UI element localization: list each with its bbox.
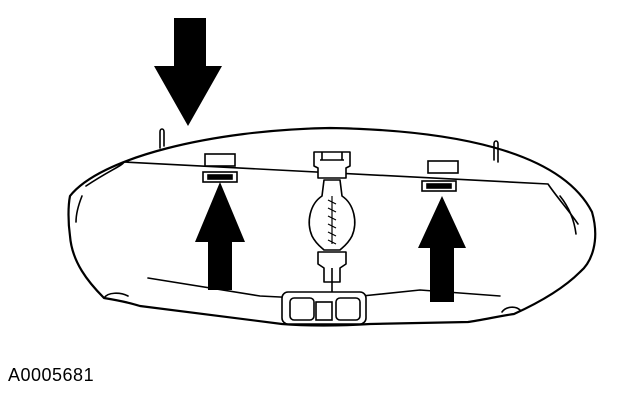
clip-slot-left-inner xyxy=(207,174,233,180)
clip-top-left xyxy=(204,153,236,167)
up-arrow-icon xyxy=(195,182,245,290)
dome-lamp-removal-diagram xyxy=(67,18,597,327)
bulb-assembly xyxy=(308,151,356,292)
switch-center-key xyxy=(315,301,333,321)
down-arrow-icon xyxy=(154,18,222,126)
housing-right-notch xyxy=(501,306,521,313)
up-arrow-icon xyxy=(418,196,466,302)
switch-right-pad xyxy=(335,297,361,321)
bulb-base xyxy=(317,251,347,283)
switch-housing xyxy=(281,291,367,325)
mounting-pin-right xyxy=(493,140,499,163)
housing-left-rib xyxy=(75,195,83,223)
housing-outer-shell xyxy=(67,126,597,327)
lamp-housing xyxy=(67,126,597,327)
switch-left-pad xyxy=(289,297,315,321)
bulb-socket-top xyxy=(313,151,351,179)
bulb-socket-top-detail xyxy=(320,152,344,161)
mounting-pin-left xyxy=(159,128,165,149)
clip-slot-right-inner xyxy=(426,183,452,189)
housing-right-rib xyxy=(559,195,577,235)
bulb-filament xyxy=(327,196,337,245)
housing-left-notch xyxy=(103,292,129,299)
housing-lower-ledge-right xyxy=(361,289,501,297)
figure-code: A0005681 xyxy=(8,365,95,385)
clip-top-right xyxy=(427,160,459,174)
